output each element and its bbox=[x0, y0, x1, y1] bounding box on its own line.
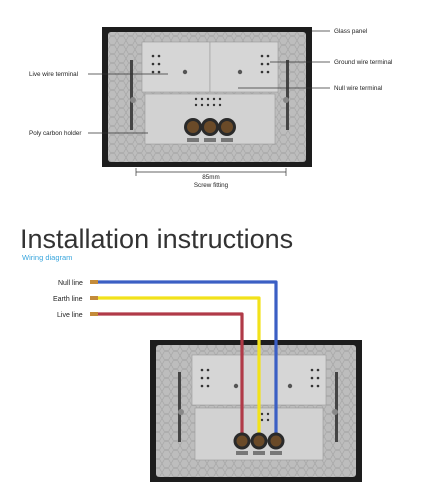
top-socket bbox=[102, 27, 312, 167]
screw-hole bbox=[283, 97, 289, 103]
side-slot-right bbox=[335, 372, 338, 442]
upper-block-right bbox=[259, 354, 327, 406]
center-hole bbox=[237, 69, 243, 75]
section-subtitle: Wiring diagram bbox=[22, 253, 72, 262]
label-glass-panel: Glass panel bbox=[334, 28, 367, 35]
terminal-ground-bottom bbox=[250, 432, 268, 450]
wires bbox=[96, 280, 278, 440]
terminal-tab bbox=[236, 451, 248, 455]
label-live-terminal: Live wire terminal bbox=[29, 71, 78, 78]
label-ground-terminal: Ground wire terminal bbox=[334, 59, 392, 66]
wire-earth bbox=[96, 296, 261, 440]
wire-live bbox=[96, 312, 244, 440]
center-hole bbox=[233, 383, 239, 389]
dimension-value: 85mm bbox=[202, 174, 220, 181]
bottom-socket bbox=[150, 340, 362, 482]
side-slot-right bbox=[286, 60, 289, 130]
side-slot-left bbox=[178, 372, 181, 442]
terminal-tab bbox=[204, 138, 216, 142]
terminal-null bbox=[218, 118, 236, 136]
upper-block-left bbox=[191, 354, 261, 406]
screw-hole bbox=[130, 97, 136, 103]
upper-block-left bbox=[141, 41, 211, 93]
dot-grid bbox=[151, 54, 270, 107]
terminal-tab bbox=[221, 138, 233, 142]
terminal-tab bbox=[187, 138, 199, 142]
label-null-line: Null line bbox=[58, 280, 83, 287]
upper-block-right bbox=[209, 41, 279, 93]
screw-hole bbox=[332, 409, 338, 415]
center-hole bbox=[287, 383, 293, 389]
dimension-caption: Screw fitting bbox=[194, 182, 229, 189]
terminal-null-bottom bbox=[267, 432, 285, 450]
screw-hole bbox=[178, 409, 184, 415]
side-slot-left bbox=[130, 60, 133, 130]
label-live-line: Live line bbox=[57, 312, 83, 319]
label-holder: Poly carbon holder bbox=[29, 130, 82, 137]
label-earth-line: Earth line bbox=[53, 296, 83, 303]
terminal-live bbox=[184, 118, 202, 136]
section-title: Installation instructions bbox=[20, 224, 293, 254]
wire-null bbox=[96, 280, 278, 440]
wire-tips bbox=[90, 280, 98, 316]
terminal-tab bbox=[270, 451, 282, 455]
terminal-tab bbox=[253, 451, 265, 455]
terminal-ground bbox=[201, 118, 219, 136]
dot-grid bbox=[200, 368, 320, 422]
center-hole bbox=[182, 69, 188, 75]
terminal-live-bottom bbox=[233, 432, 251, 450]
callout-lines bbox=[88, 30, 330, 176]
label-null-terminal: Null wire terminal bbox=[334, 85, 382, 92]
